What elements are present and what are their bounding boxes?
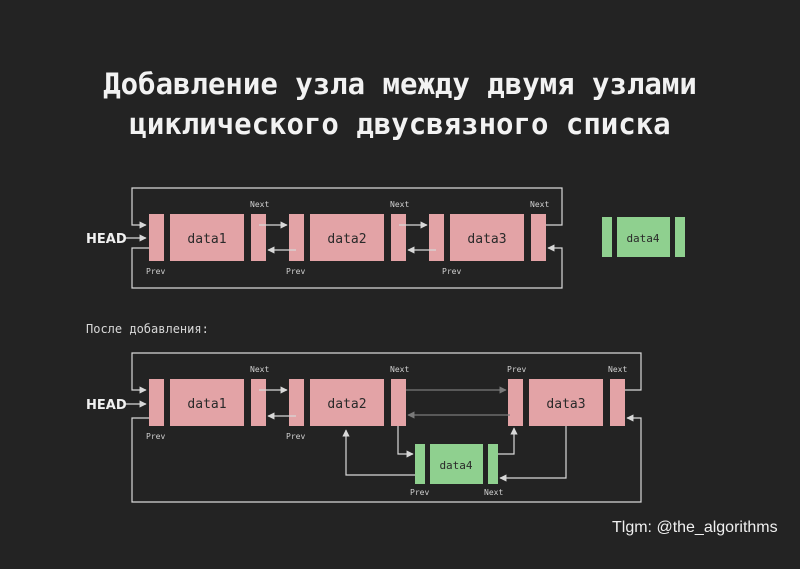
next-cell <box>610 379 625 426</box>
node-data-label: data2 <box>327 232 366 247</box>
before-node-1: data1 Next Prev <box>146 200 269 276</box>
prev-cell <box>149 379 164 426</box>
data-cell <box>170 379 244 426</box>
before-new-node: data4 <box>602 217 685 257</box>
before-loop-bottom <box>131 244 563 289</box>
next-cell <box>391 379 406 426</box>
prev-cell <box>429 214 444 261</box>
after-next-2-4 <box>397 426 414 458</box>
next-label: Next <box>390 365 409 374</box>
next-cell <box>531 214 546 261</box>
node-data-label: data4 <box>439 459 472 472</box>
after-prev-4-2 <box>342 429 415 476</box>
title-line-2: циклического двусвязного списка <box>129 107 671 141</box>
next-label: Next <box>484 488 503 497</box>
prev-label: Prev <box>286 267 305 276</box>
after-prev-3-4 <box>499 426 567 482</box>
data-cell <box>310 379 384 426</box>
next-cell <box>675 217 685 257</box>
after-inserted-node: data4 Prev Next <box>410 444 503 497</box>
after-section-label: После добавления: <box>86 322 209 336</box>
prev-cell <box>289 214 304 261</box>
node-data-label: data1 <box>187 232 226 247</box>
after-loop-bottom <box>131 414 642 503</box>
prev-label: Prev <box>442 267 461 276</box>
node-data-label: data2 <box>327 397 366 412</box>
next-cell <box>391 214 406 261</box>
node-data-label: data1 <box>187 397 226 412</box>
next-label: Next <box>608 365 627 374</box>
before-node-2: data2 Next Prev <box>286 200 409 276</box>
prev-cell <box>602 217 612 257</box>
before-node-3: data3 Next Prev <box>429 200 549 276</box>
prev-cell <box>289 379 304 426</box>
next-cell <box>251 214 266 261</box>
node-data-label: data4 <box>626 232 659 245</box>
data-cell <box>617 217 670 257</box>
before-diagram: HEAD data1 Next Prev data2 Next Prev dat… <box>86 187 685 289</box>
data-cell <box>430 444 483 484</box>
next-cell <box>488 444 498 484</box>
after-next-4-3 <box>498 427 518 455</box>
prev-label: Prev <box>286 432 305 441</box>
node-data-label: data3 <box>467 232 506 247</box>
next-label: Next <box>250 200 269 209</box>
before-head-label: HEAD <box>86 232 127 247</box>
prev-cell <box>149 214 164 261</box>
data-cell <box>450 214 524 261</box>
data-cell <box>529 379 603 426</box>
after-head-label: HEAD <box>86 398 127 413</box>
prev-label: Prev <box>507 365 526 374</box>
prev-cell <box>415 444 425 484</box>
prev-label: Prev <box>146 267 165 276</box>
next-label: Next <box>250 365 269 374</box>
node-data-label: data3 <box>546 397 585 412</box>
next-label: Next <box>390 200 409 209</box>
next-cell <box>251 379 266 426</box>
after-diagram: HEAD data1 Next Prev data2 Next Prev dat… <box>86 352 642 503</box>
after-node-1: data1 Next Prev <box>146 365 269 441</box>
data-cell <box>170 214 244 261</box>
watermark: Tlgm: @the_algorithms <box>612 519 778 536</box>
prev-label: Prev <box>146 432 165 441</box>
after-node-3: data3 Next Prev <box>507 365 627 426</box>
before-loop-top <box>131 187 563 229</box>
after-loop-top <box>131 352 642 394</box>
title-line-1: Добавление узла между двумя узлами <box>103 67 697 101</box>
after-node-2: data2 Next Prev <box>286 365 409 441</box>
prev-label: Prev <box>410 488 429 497</box>
data-cell <box>310 214 384 261</box>
page-title: Добавление узла между двумя узлами цикли… <box>0 64 800 144</box>
prev-cell <box>508 379 523 426</box>
next-label: Next <box>530 200 549 209</box>
